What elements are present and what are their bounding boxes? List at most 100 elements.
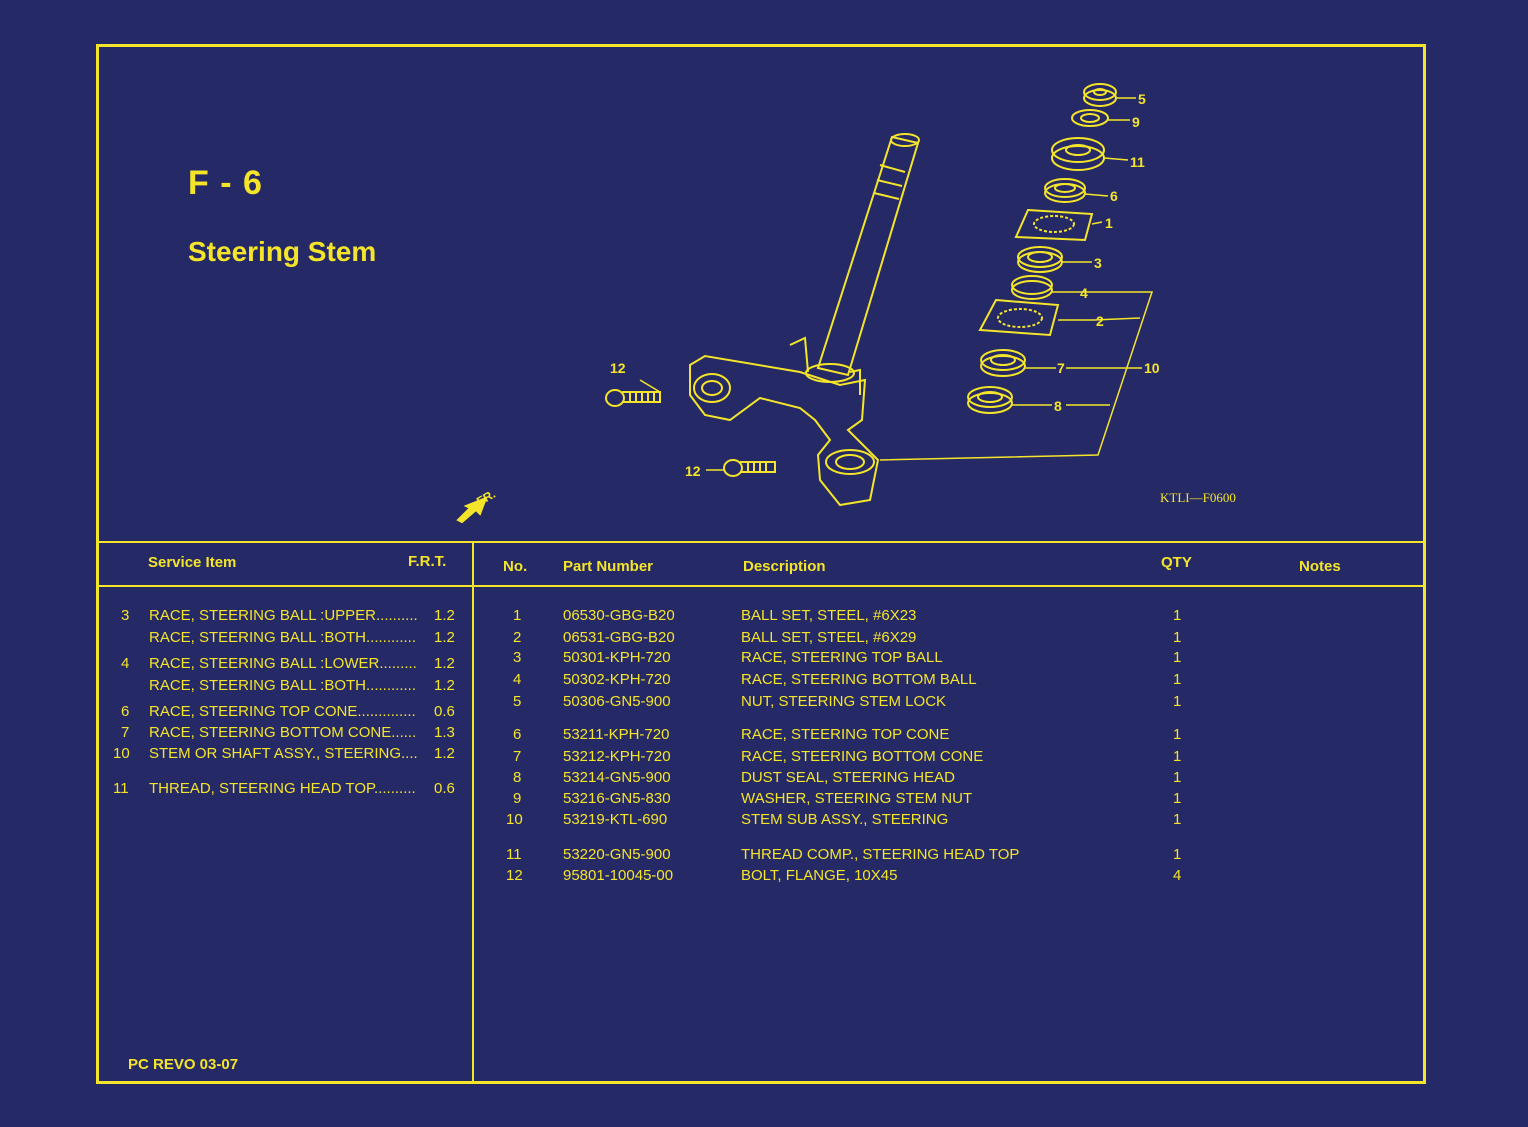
bolt-upper-drawing [605,389,661,407]
parts-row-qty: 1 [1173,693,1182,710]
parts-row-description: NUT, STEERING STEM LOCK [741,693,947,710]
parts-row-qty: 1 [1173,811,1182,828]
no-header: No. [503,558,528,575]
leader-lines [639,97,1154,471]
parts-row-qty: 1 [1173,748,1182,765]
parts-row-description: STEM SUB ASSY., STEERING [741,811,949,828]
parts-row-qty: 1 [1173,629,1182,646]
bottom-cone-drawing [980,349,1026,377]
qty-header: QTY [1161,554,1192,571]
callout-5: 5 [1138,91,1146,107]
parts-row-qty: 1 [1173,846,1182,863]
callout-1: 1 [1105,215,1113,231]
service-row-frt: 0.6 [434,703,455,720]
callout-7: 7 [1057,360,1065,376]
callout-3: 3 [1094,255,1102,271]
bolt-lower-drawing [723,459,776,477]
service-row-item: RACE, STEERING BALL :UPPER.......... [149,607,418,624]
parts-row-qty: 1 [1173,790,1182,807]
page-code: F - 6 [188,164,263,202]
exploded-parts-diagram: 5 9 11 6 1 3 4 2 7 10 8 12 12 FR. [456,83,1160,524]
parts-row-part-number: 53212-KPH-720 [563,748,671,765]
callout-2: 2 [1096,313,1104,329]
catalog-frame [96,44,1426,1084]
parts-row-qty: 1 [1173,649,1182,666]
notes-header: Notes [1299,558,1341,575]
parts-row-no: 6 [513,726,522,743]
parts-row-no: 8 [513,769,522,786]
service-row-frt: 0.6 [434,780,455,797]
frt-header: F.R.T. [408,553,447,570]
service-row-item: RACE, STEERING BALL :LOWER......... [149,655,417,672]
service-row-no: 6 [121,703,130,720]
service-row-frt: 1.2 [434,629,455,646]
service-row-frt: 1.3 [434,724,455,741]
service-row-no: 4 [121,655,130,672]
parts-row-part-number: 53214-GN5-900 [563,769,671,786]
parts-row-no: 2 [513,629,522,646]
parts-row-description: BALL SET, STEEL, #6X29 [741,629,917,646]
parts-row-part-number: 53216-GN5-830 [563,790,671,807]
drawing-code: KTLI—F0600 [1160,490,1236,505]
parts-row-no: 3 [513,649,522,666]
parts-row-description: BOLT, FLANGE, 10X45 [741,867,898,884]
service-row-frt: 1.2 [434,655,455,672]
parts-row-description: RACE, STEERING TOP BALL [741,649,943,666]
front-arrow-icon [456,496,488,524]
parts-row-part-number: 53219-KTL-690 [563,811,668,828]
stem-nut-drawing [1083,83,1117,107]
parts-row-description: RACE, STEERING BOTTOM CONE [741,748,984,765]
service-row-no: 3 [121,607,130,624]
part-number-header: Part Number [563,558,654,575]
service-row-item: RACE, STEERING TOP CONE.............. [149,703,416,720]
service-row-item: THREAD, STEERING HEAD TOP.......... [149,780,416,797]
callout-12-lower: 12 [685,463,701,479]
parts-row-part-number: 50301-KPH-720 [563,649,671,666]
ball-set-upper-drawing [1014,208,1094,242]
callout-4: 4 [1080,285,1088,301]
parts-row-part-number: 53211-KPH-720 [563,726,670,743]
washer-drawing [1071,109,1109,127]
service-row-no: 7 [121,724,130,741]
ball-set-lower-drawing [978,298,1060,337]
header-divider [99,585,1425,587]
parts-row-description: WASHER, STEERING STEM NUT [741,790,973,807]
thread-comp-drawing [1051,137,1105,171]
parts-row-description: RACE, STEERING TOP CONE [741,726,950,743]
parts-row-qty: 4 [1173,867,1182,884]
parts-row-no: 4 [513,671,522,688]
service-row-no: 10 [113,745,130,762]
callout-9: 9 [1132,114,1140,130]
service-row-item: STEM OR SHAFT ASSY., STEERING.... [149,745,418,762]
parts-row-part-number: 50306-GN5-900 [563,693,671,710]
parts-row-no: 12 [506,867,523,884]
steering-stem-drawing [689,133,920,507]
parts-row-no: 5 [513,693,522,710]
callout-8: 8 [1054,398,1062,414]
parts-row-description: THREAD COMP., STEERING HEAD TOP [741,846,1020,863]
parts-row-qty: 1 [1173,726,1182,743]
parts-row-part-number: 95801-10045-00 [563,867,674,884]
parts-row-part-number: 50302-KPH-720 [563,671,671,688]
column-divider [472,541,474,1082]
parts-row-no: 1 [513,607,522,624]
diagram-divider [99,541,1425,543]
callout-11: 11 [1130,154,1145,170]
description-header: Description [743,558,826,575]
parts-row-qty: 1 [1173,607,1182,624]
parts-row-part-number: 53220-GN5-900 [563,846,671,863]
dust-seal-drawing [967,386,1013,414]
parts-row-description: RACE, STEERING BOTTOM BALL [741,671,977,688]
parts-row-qty: 1 [1173,769,1182,786]
bottom-ball-race-drawing [1011,275,1053,300]
parts-row-no: 9 [513,790,522,807]
parts-row-qty: 1 [1173,671,1182,688]
parts-row-description: DUST SEAL, STEERING HEAD [741,769,955,786]
parts-row-part-number: 06530-GBG-B20 [563,607,675,624]
top-ball-race-drawing [1017,246,1063,273]
footer-model-date: PC REVO 03-07 [128,1056,239,1073]
callout-12-upper: 12 [610,360,626,376]
service-row-item: RACE, STEERING BALL :BOTH............ [149,677,417,694]
service-item-header: Service Item [148,554,237,571]
parts-row-description: BALL SET, STEEL, #6X23 [741,607,917,624]
